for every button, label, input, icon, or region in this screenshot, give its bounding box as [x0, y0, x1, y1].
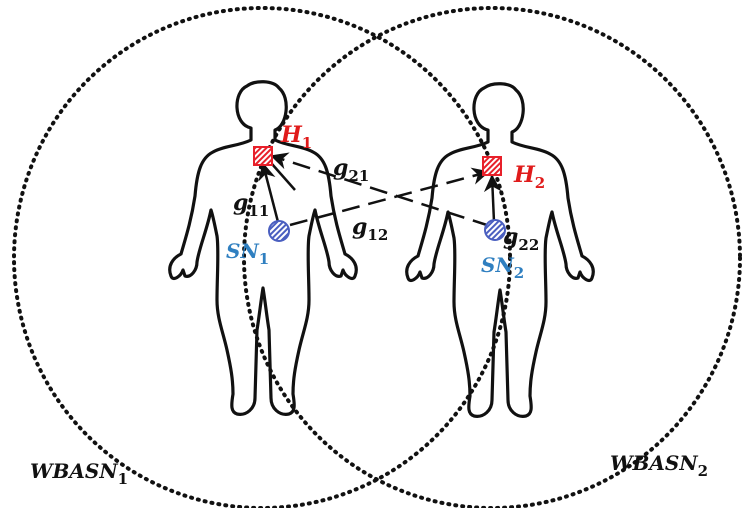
link-g12 [289, 167, 490, 227]
human-body-outline-icon [405, 82, 595, 418]
label-h2: H2 [513, 162, 545, 192]
link-g11 [258, 162, 280, 223]
label-sn1: SN1 [226, 239, 269, 268]
link-g22 [483, 174, 502, 223]
label-g11: g11 [233, 190, 269, 220]
label-h1: H1 [280, 122, 312, 152]
label-sn2: SN2 [481, 253, 524, 282]
link-g21 [270, 152, 491, 228]
label-wbasn2: WBASN2 [610, 451, 708, 480]
hatched-circle-icon [484, 219, 506, 241]
human-body-outline-icon [168, 80, 358, 416]
label-g12: g12 [352, 214, 388, 244]
label-wbasn1: WBASN1 [30, 459, 128, 488]
hatched-circle-icon [268, 220, 290, 242]
link-g11-arrow [271, 163, 296, 191]
wbasn1-boundary [12, 6, 512, 508]
hatched-square-icon [482, 156, 502, 176]
wbasn2-boundary [242, 6, 742, 508]
label-g21: g21 [333, 155, 369, 185]
label-g22: g22 [503, 224, 539, 254]
hatched-square-icon [253, 146, 273, 166]
